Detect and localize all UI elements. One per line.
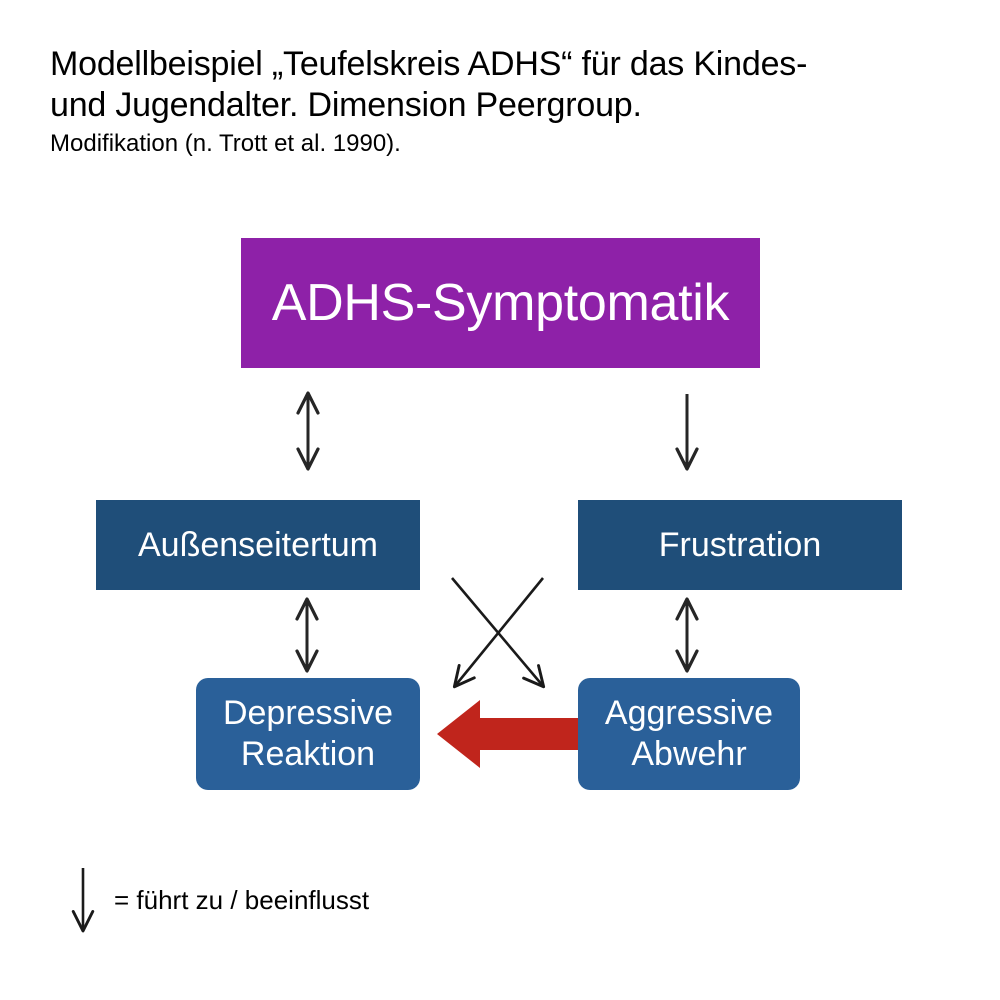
connector-outsider-aggressive-diagonal: [451, 577, 546, 689]
node-frustration-label: Frustration: [658, 526, 822, 564]
node-aggressive-abwehr[interactable]: Aggressive Abwehr: [578, 678, 800, 790]
node-depressive-reaktion[interactable]: Depressive Reaktion: [196, 678, 420, 790]
legend: = führt zu / beeinflusst: [62, 862, 482, 952]
node-aggressive-abwehr-label: Aggressive Abwehr: [604, 694, 774, 773]
node-depressive-reaktion-label: Depressive Reaktion: [222, 694, 394, 773]
legend-label: = führt zu / beeinflusst: [114, 885, 370, 915]
node-frustration[interactable]: Frustration: [578, 500, 902, 590]
node-aussenseitertum[interactable]: Außenseitertum: [96, 500, 420, 590]
connector-aggressive-to-depressive: [437, 700, 580, 768]
node-adhs-symptomatik[interactable]: ADHS-Symptomatik: [241, 238, 760, 368]
title-line-2: und Jugendalter. Dimension Peergroup.: [50, 86, 642, 124]
title-line-1: Modellbeispiel „Teufelskreis ADHS“ für d…: [50, 45, 808, 83]
node-aussenseitertum-label: Außenseitertum: [138, 526, 378, 564]
title-subtitle: Modifikation (n. Trott et al. 1990).: [50, 130, 401, 157]
node-adhs-symptomatik-label: ADHS-Symptomatik: [271, 274, 730, 332]
title-block: Modellbeispiel „Teufelskreis ADHS“ für d…: [50, 44, 880, 159]
down-arrow-icon: [71, 868, 95, 933]
